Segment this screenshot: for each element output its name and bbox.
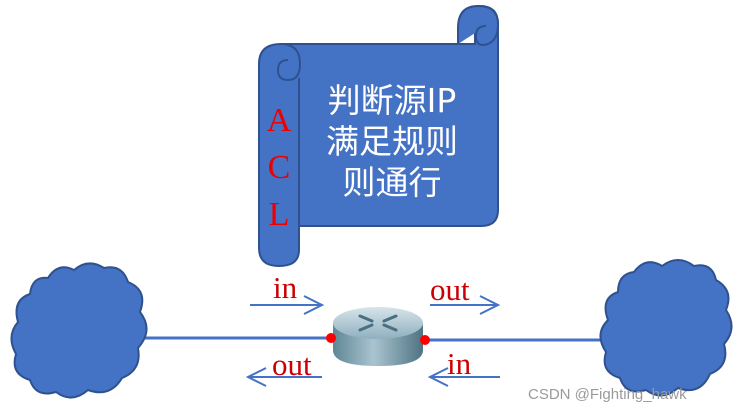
- scroll-top-curl: [457, 4, 500, 46]
- right-interface-dot: [420, 335, 430, 345]
- watermark: CSDN @Fighting_hawk: [528, 386, 687, 403]
- right-out-arrow: [430, 295, 501, 315]
- left-in-arrow: [250, 295, 325, 315]
- scroll-line-3: 则通行: [342, 163, 442, 202]
- router-top: [333, 307, 423, 339]
- acl-letter-c: C: [267, 149, 291, 186]
- left-interface-dot: [326, 333, 336, 343]
- scroll-left-curl: [276, 43, 302, 82]
- left-out-arrow: [245, 367, 322, 387]
- scroll-line-1: 判断源IP: [327, 81, 457, 120]
- right-out-label: out: [430, 272, 470, 307]
- right-in-arrow: [427, 367, 500, 387]
- scroll-line-2: 满足规则: [326, 122, 458, 161]
- scroll-text: 判断源IP 满足规则 则通行: [308, 80, 476, 203]
- router-arrows: [358, 314, 398, 332]
- router-icon: [333, 307, 423, 366]
- left-out-label: out: [272, 347, 312, 382]
- right-cloud-icon: [599, 259, 733, 397]
- acl-scroll: [258, 4, 500, 268]
- left-cloud-icon: [10, 262, 148, 399]
- right-in-label: in: [447, 346, 472, 381]
- acl-letter-a: A: [266, 102, 292, 139]
- left-in-label: in: [273, 270, 298, 305]
- acl-letter-l: L: [268, 196, 290, 233]
